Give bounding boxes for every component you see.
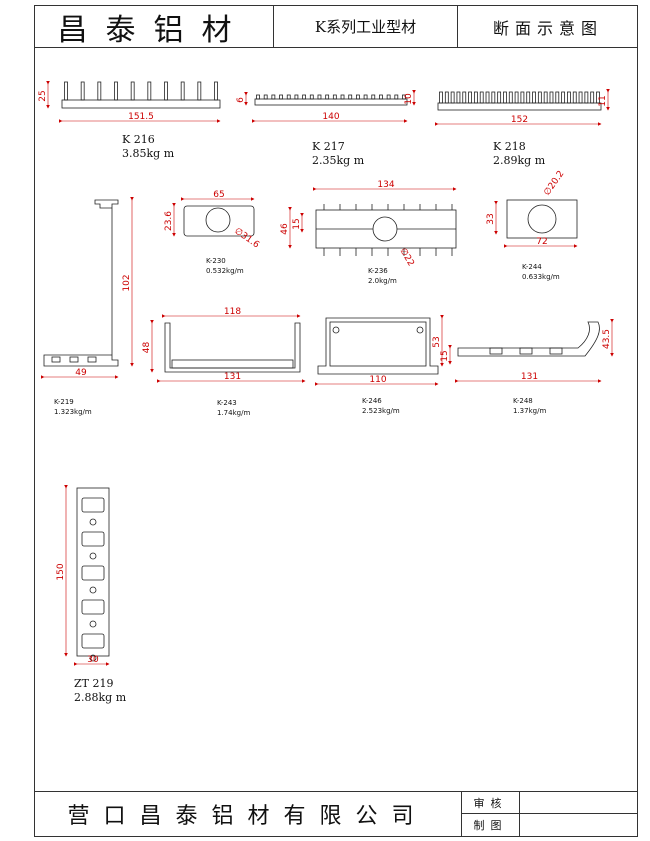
dim-k219-width: 49 bbox=[75, 368, 87, 378]
k243-drawing bbox=[164, 322, 301, 373]
dim-k246-height: 53 bbox=[432, 336, 442, 347]
dim-k243-height: 48 bbox=[142, 342, 152, 354]
dim-k236-core: 15 bbox=[292, 218, 302, 229]
dim-zt219-width: 30 bbox=[87, 655, 99, 665]
k246-drawing bbox=[317, 317, 439, 375]
approval-grid: 审核 制图 bbox=[462, 792, 638, 836]
dim-k219-height: 102 bbox=[122, 274, 132, 291]
header-series: K系列工业型材 bbox=[274, 5, 458, 48]
title-block-header: 昌泰铝材 K系列工业型材 断面示意图 bbox=[34, 5, 638, 48]
dim-k216-width: 151.5 bbox=[128, 112, 154, 122]
k230-drawing bbox=[183, 205, 255, 237]
header-section-title: 断面示意图 bbox=[492, 18, 603, 38]
dim-k218-height: 11 bbox=[598, 95, 608, 106]
dim-k218-width: 152 bbox=[511, 115, 528, 125]
dim-k230-width: 65 bbox=[213, 190, 224, 200]
k236-drawing bbox=[315, 204, 457, 256]
drawing-label: 制图 bbox=[462, 814, 520, 836]
dim-k243-width: 131 bbox=[224, 372, 241, 382]
drawing-value bbox=[520, 814, 638, 836]
footer-company: 营口昌泰铝材有限公司 bbox=[34, 792, 462, 836]
dim-k244-height: 33 bbox=[486, 213, 496, 224]
dim-k248-width: 131 bbox=[521, 372, 538, 382]
drawing-frame bbox=[34, 5, 638, 837]
dim-k244-width: 72 bbox=[536, 237, 547, 247]
header-company: 昌泰铝材 bbox=[34, 5, 274, 48]
k219-drawing bbox=[43, 199, 119, 367]
dim-k248-height: 43.5 bbox=[602, 329, 612, 349]
dim-k216-height: 25 bbox=[38, 90, 48, 101]
dim-k217-width: 140 bbox=[322, 112, 339, 122]
dim-k236-height: 46 bbox=[280, 223, 290, 235]
title-block-footer: 营口昌泰铝材有限公司 审核 制图 bbox=[34, 791, 638, 837]
dim-k217-base: 6 bbox=[236, 97, 246, 103]
dim-k244-diameter: ∅20.2 bbox=[542, 169, 566, 198]
dim-k248-base: 15 bbox=[440, 350, 450, 361]
k248-drawing bbox=[457, 321, 600, 357]
review-label: 审核 bbox=[462, 792, 520, 814]
dim-k243-width-inner: 118 bbox=[224, 307, 241, 317]
dim-k236-diameter: ∅22 bbox=[397, 247, 415, 269]
zt219-drawing bbox=[76, 487, 110, 662]
k244-drawing bbox=[506, 199, 578, 239]
k216-drawing bbox=[61, 81, 221, 109]
dim-k230-height: 23.6 bbox=[164, 211, 174, 231]
dim-zt219-height: 150 bbox=[56, 563, 66, 580]
dim-k217-height: 10 bbox=[404, 93, 414, 105]
review-value bbox=[520, 792, 638, 814]
k217-drawing bbox=[254, 94, 408, 106]
k218-drawing bbox=[437, 91, 602, 111]
dim-k246-width: 110 bbox=[369, 375, 386, 385]
dim-k230-diameter: ∅31.6 bbox=[232, 226, 261, 250]
dim-k236-width: 134 bbox=[377, 180, 394, 190]
